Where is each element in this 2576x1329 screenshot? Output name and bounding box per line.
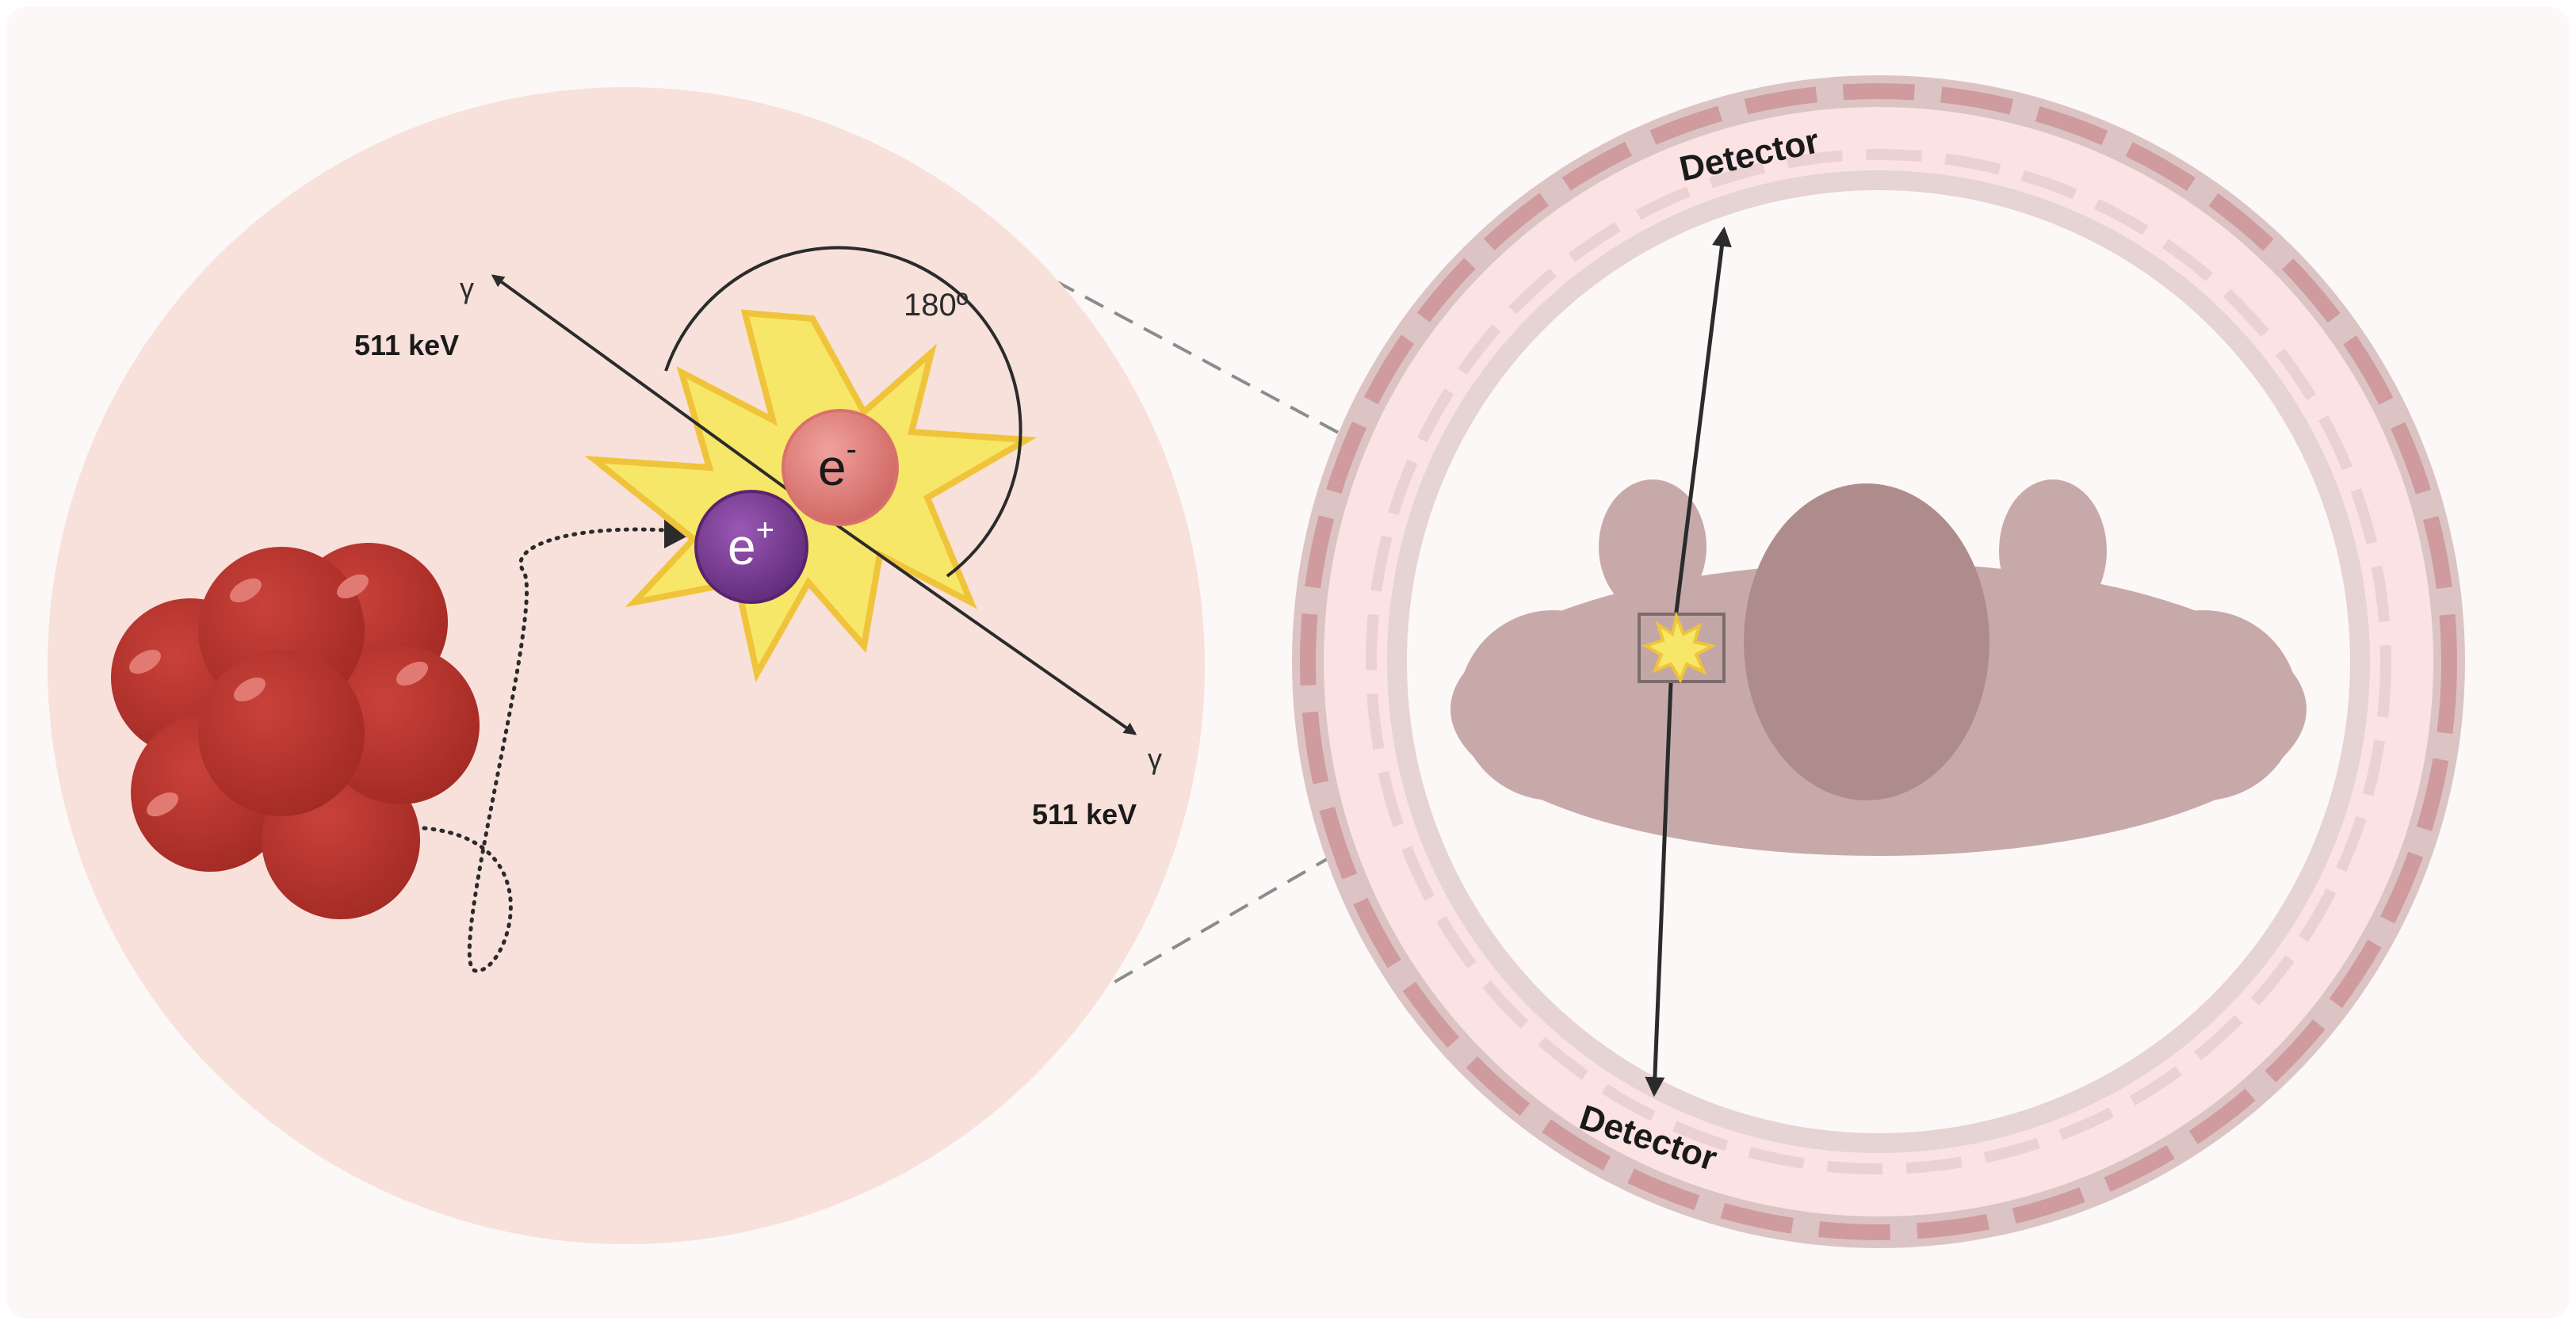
- body-right-lobe: [2108, 610, 2299, 800]
- angle-arc: [664, 246, 1022, 578]
- inner-detector-segments: [1366, 149, 2391, 1174]
- nucleus-cluster: [111, 543, 480, 919]
- nucleon-highlight: [337, 574, 369, 599]
- positron-sphere: [694, 490, 808, 604]
- energy-label-bottom: 511 keV: [1032, 798, 1137, 831]
- line-of-response: [1670, 226, 1732, 644]
- gamma-arrow-bottom: [827, 517, 1137, 735]
- nucleon: [198, 650, 365, 816]
- nucleon-highlight: [396, 661, 428, 686]
- positron-label: e+: [728, 513, 774, 575]
- gamma-label-top: γ: [460, 272, 474, 304]
- outer-detector-segments: [1300, 83, 2457, 1240]
- positron-path: [422, 527, 680, 973]
- event-flash-icon: [1641, 611, 1717, 684]
- energy-label-top: 511 keV: [354, 329, 459, 361]
- gamma-label-bottom: γ: [1148, 743, 1162, 775]
- line-of-response: [1645, 643, 1675, 1098]
- nucleon-highlight: [230, 578, 262, 603]
- positron: e+: [694, 490, 808, 604]
- annihilation-event-box: [1638, 611, 1726, 684]
- gamma-arrow-top: [491, 274, 830, 521]
- organ: [1744, 483, 1989, 800]
- electron-label: e-: [818, 432, 857, 496]
- nucleon: [321, 646, 480, 804]
- angle-label: 180º: [904, 288, 969, 323]
- electron-sphere: [782, 409, 899, 526]
- nucleon-highlight: [234, 677, 266, 702]
- nucleon-highlight: [147, 792, 178, 817]
- nucleon-highlight: [129, 649, 161, 674]
- electron: e-: [782, 409, 899, 526]
- body-left-lobe: [1458, 610, 1649, 800]
